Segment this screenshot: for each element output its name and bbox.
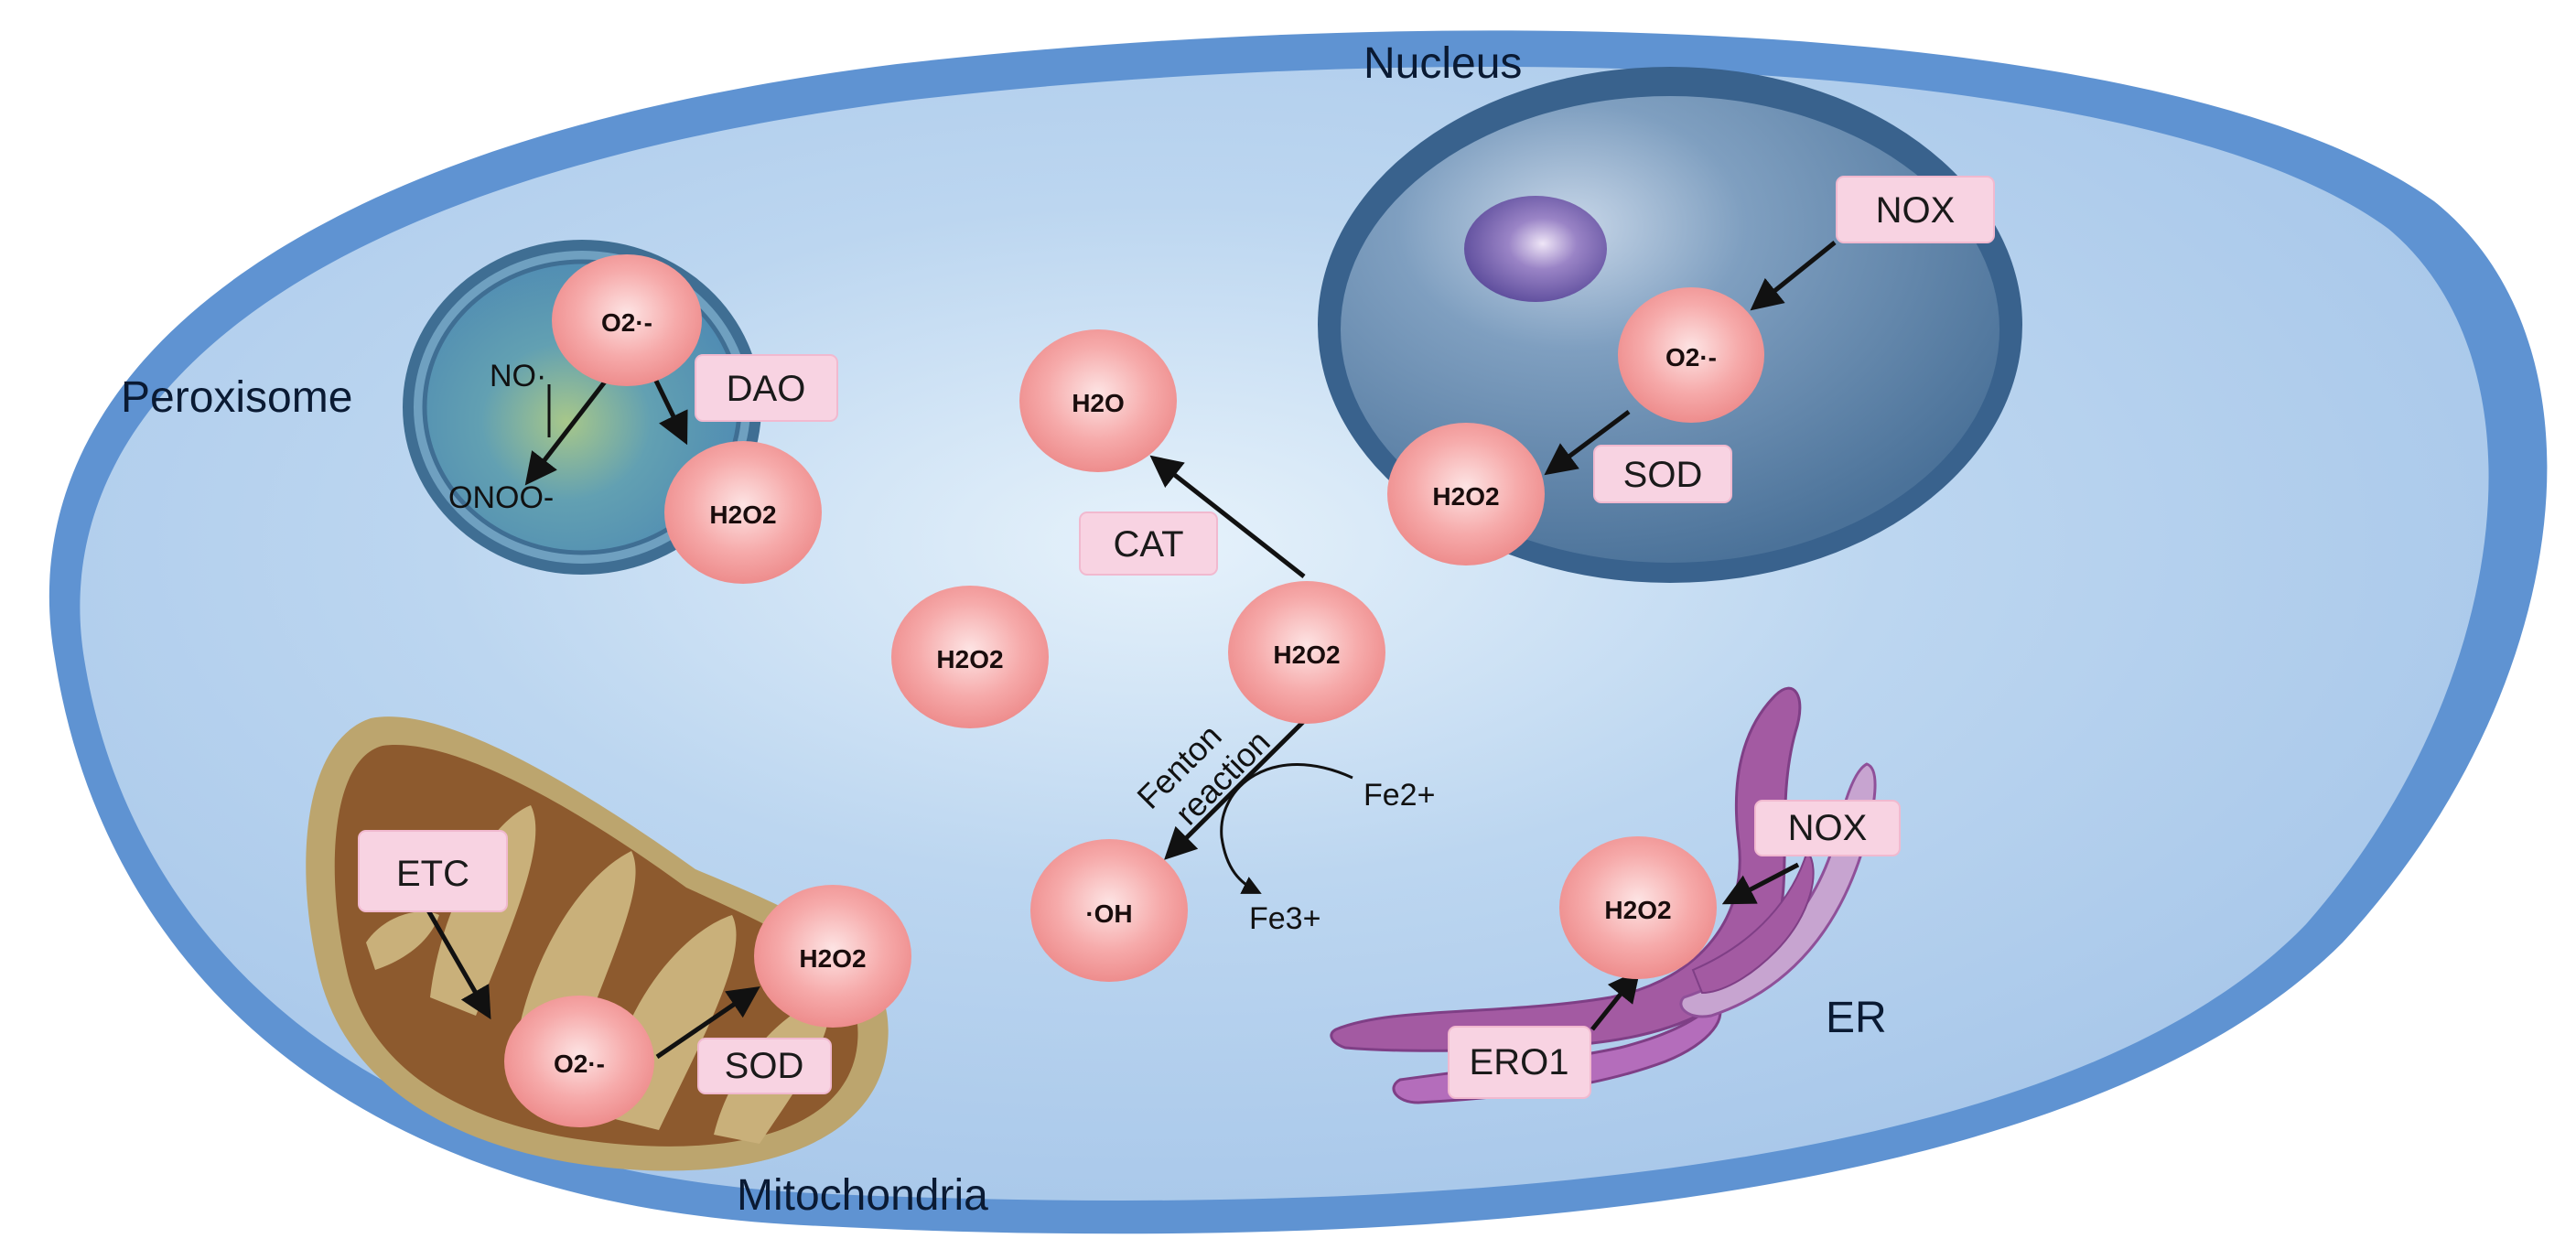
arrow-o2-to-h2o2-peroxisome (652, 375, 688, 446)
molecule-h2o2-mitochondria: H2O2 (754, 885, 911, 1028)
molecule-h2o2-cytosol-left: H2O2 (891, 586, 1049, 728)
fe3-label: Fe3+ (1249, 901, 1320, 936)
molecule-h2o2-peroxisome: H2O2 (664, 441, 822, 584)
dao-label: DAO (727, 369, 806, 409)
molecule-superoxide-peroxisome: O2·- (552, 254, 702, 386)
enzyme-sod-nucleus: SOD (1593, 445, 1732, 503)
no-radical-label: NO· (490, 359, 546, 393)
ero1-label: ERO1 (1470, 1042, 1569, 1082)
arrow-h2o2-to-h2o-cat (1149, 455, 1306, 578)
enzyme-cat: CAT (1079, 512, 1218, 576)
molecule-superoxide-mitochondria: O2·- (504, 996, 654, 1127)
arrow-nox-to-h2o2-er (1721, 862, 1800, 905)
sod-label: SOD (725, 1046, 804, 1086)
label-mitochondria: Mitochondria (737, 1171, 988, 1220)
arrow-h2o2-to-oh-fenton (1164, 719, 1306, 860)
arrow-o2-to-h2o2-nucleus (1544, 409, 1631, 476)
h2o2-label: H2O2 (1273, 641, 1340, 669)
enzyme-etc: ETC (358, 830, 508, 912)
onoo-label: ONOO- (448, 480, 554, 515)
enzyme-nox-nucleus: NOX (1836, 176, 1995, 243)
label-peroxisome: Peroxisome (121, 373, 352, 422)
arrow-o2-to-onoo (524, 375, 610, 486)
h2o2-label: H2O2 (799, 944, 866, 973)
h2o2-label: H2O2 (709, 501, 776, 529)
arrows (426, 241, 1837, 1060)
arrow-etc-to-o2-mito (426, 909, 491, 1020)
arrow-ero1-to-h2o2-er (1590, 969, 1641, 1031)
fe2-label: Fe2+ (1363, 778, 1435, 813)
hydroxyl-label: ·OH (1085, 899, 1132, 928)
nucleolus (1464, 196, 1607, 302)
superoxide-label: O2·- (554, 1050, 605, 1078)
enzyme-ero1: ERO1 (1448, 1026, 1591, 1099)
superoxide-label: O2·- (1665, 343, 1717, 372)
arrow-o2-to-h2o2-mito (655, 986, 760, 1060)
molecule-h2o2-nucleus: H2O2 (1387, 423, 1545, 565)
enzyme-sod-mitochondria: SOD (697, 1038, 832, 1094)
h2o2-label: H2O2 (1432, 482, 1499, 511)
h2o2-label: H2O2 (1604, 896, 1671, 924)
nox-label: NOX (1788, 808, 1868, 848)
molecule-h2o2-er: H2O2 (1559, 836, 1717, 979)
molecule-hydroxyl: ·OH (1030, 839, 1188, 982)
label-nucleus: Nucleus (1363, 39, 1522, 88)
enzyme-nox-er: NOX (1754, 800, 1901, 856)
superoxide-label: O2·- (601, 308, 652, 337)
h2o2-label: H2O2 (936, 645, 1003, 673)
molecule-h2o2-center: H2O2 (1228, 581, 1385, 724)
h2o-label: H2O (1072, 389, 1125, 417)
cat-label: CAT (1113, 524, 1183, 565)
arrow-fe2-to-fe3 (1220, 763, 1353, 894)
label-er: ER (1826, 994, 1887, 1042)
sod-label: SOD (1623, 455, 1703, 495)
nox-label: NOX (1876, 190, 1956, 231)
arrow-nox-to-o2-nucleus (1750, 241, 1837, 311)
molecule-superoxide-nucleus: O2·- (1618, 287, 1764, 423)
er-cisterna-4 (1691, 848, 1815, 995)
enzyme-dao: DAO (695, 354, 838, 422)
etc-label: ETC (396, 854, 469, 894)
molecule-h2o: H2O (1019, 329, 1177, 472)
